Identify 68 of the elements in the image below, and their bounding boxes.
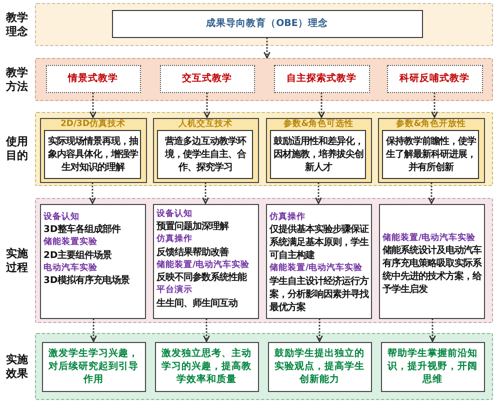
row-label: 实施过程 (5, 246, 29, 274)
process-box (40, 204, 146, 318)
card-heading: 2D/3D仿真技术 (60, 119, 126, 130)
step-heading: 储能装置/电动汽车实验 (270, 262, 363, 274)
card-heading: 人机交互技术 (178, 119, 232, 130)
arrow (90, 318, 97, 342)
purpose-card (152, 118, 258, 182)
concept-box: 成果导向教育（OBE）理念 (112, 10, 422, 38)
row-band (35, 333, 493, 400)
text-box: 鼓励适用性和差异化，因材施教，培养拔尖创新人才 (270, 130, 366, 180)
step-heading: 电动汽车实验 (44, 262, 98, 274)
text-box: 营造多边互动教学环境，使学生自主、合作、探究学习 (157, 130, 254, 180)
row-band (35, 112, 493, 186)
step-text: 仅提供基本实验步骤保证系统满足基本原则，学生可自主构建 (270, 223, 368, 262)
arrow (204, 92, 210, 118)
row-band (35, 58, 493, 101)
arrow (431, 92, 438, 118)
arrow (90, 92, 96, 118)
row-label: 实施效果 (4, 352, 29, 380)
step-heading: 储能装置/电动汽车实验 (156, 258, 250, 271)
arrow (202, 182, 209, 204)
arrow (318, 92, 325, 118)
text-box: 保持教学前瞻性，使学生了解最新科研进展，并有所创新 (382, 130, 480, 180)
row-label: 使用目的 (4, 135, 29, 163)
step-heading: 储能装置实验 (44, 236, 98, 248)
process-box (378, 204, 484, 318)
card-heading: 参数&角色开放性 (396, 119, 466, 130)
step-heading: 储能装置/电动汽车实验 (382, 232, 476, 244)
step-text: 预置问题加深理解 (156, 220, 228, 233)
method-box: 情景式教学 (46, 64, 140, 92)
step-text: 3D模拟有序充电场景 (44, 274, 130, 287)
method-box: 交互式教学 (160, 64, 254, 92)
arrow (316, 318, 323, 342)
row-band (35, 198, 493, 323)
process-box (266, 204, 372, 318)
step-text: 3D整车各组成部件 (44, 223, 121, 236)
arrow (264, 38, 270, 58)
result-box: 激发学生学习兴趣，对后续研究起到引导作用 (42, 342, 146, 392)
purpose-card (40, 118, 146, 182)
step-text: 生生间、师生间互动 (156, 296, 238, 310)
arrow (89, 182, 96, 204)
step-heading: 平台演示 (156, 284, 192, 296)
row-label: 教学方法 (4, 66, 29, 94)
result-box: 鼓励学生提出独立的实验观点，提高学生创新能力 (268, 342, 372, 392)
step-text: 储能系统设计及电动汽车有序充电策略吸取实际系统中先进的技术方案，给予学生启发 (382, 244, 482, 296)
process-box (152, 204, 258, 318)
step-text: 2D主要组件场景 (44, 248, 112, 262)
step-text: 学生自主设计经济运行方案，分析影响因素并寻找最优方案 (270, 274, 368, 314)
arrow (429, 318, 436, 342)
text-box: 实际现场情景再现，抽象内容具体化，增强学生对知识的理解 (44, 130, 142, 180)
step-text: 反馈结果帮助改善 (156, 246, 228, 258)
method-box: 科研反哺式教学 (386, 64, 482, 92)
step-heading: 设备认知 (156, 208, 192, 220)
purpose-card (378, 118, 484, 182)
row-label: 教学理念 (4, 10, 29, 38)
arrow (428, 182, 435, 204)
arrow (315, 182, 322, 204)
step-text: 反映不同参数系统性能 (156, 271, 246, 284)
card-heading: 参数&角色可选性 (283, 119, 354, 130)
step-heading: 设备认知 (44, 210, 80, 223)
purpose-card (266, 118, 372, 182)
row-band (35, 3, 493, 46)
step-heading: 仿真操作 (156, 233, 192, 246)
step-heading: 仿真操作 (270, 210, 306, 223)
arrow (203, 318, 210, 342)
result-box: 激发独立思考、主动学习的兴趣，提高教学效率和质量 (154, 342, 258, 392)
method-box: 自主探索式教学 (274, 64, 370, 92)
result-box: 帮助学生掌握前沿知识，提升视野，开阔思维 (380, 342, 484, 392)
